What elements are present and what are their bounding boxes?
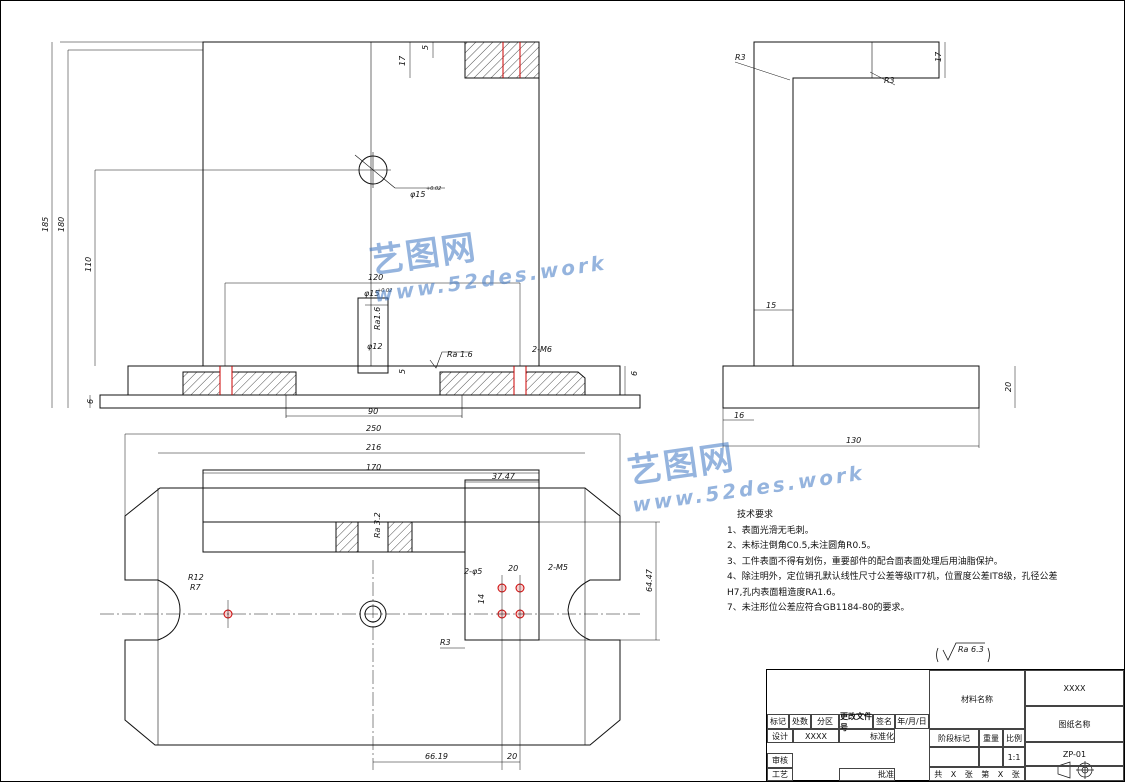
- tb-process: 工艺: [767, 768, 793, 781]
- title-block: 标记 处数 分区 更改文件号 签名 年/月/日 设计 XXXX 标准化 审核 工…: [766, 669, 1124, 781]
- dim-ra16-vert: Ra1.6: [373, 307, 382, 330]
- tb-scale-lbl: 比例: [1003, 729, 1025, 747]
- tb-stage: 阶段标记: [929, 729, 979, 747]
- tb-design-val: XXXX: [793, 729, 839, 743]
- dim-r3-top: R3: [440, 638, 451, 647]
- projection-symbol: [1057, 761, 1094, 779]
- notes-title: 技术要求: [737, 510, 774, 520]
- dim-ra32: Ra 3.2: [373, 512, 382, 538]
- tb-design: 设计: [767, 729, 793, 743]
- note-item: 3、工件表面不得有划伤，重要部件的配合面表面处理后用油脂保护。: [727, 556, 1003, 567]
- dim-15-side: 15: [766, 301, 776, 310]
- roughness-symbol: [936, 642, 990, 663]
- dim-ra16: Ra 1.6: [447, 350, 473, 359]
- tb-review: 审核: [767, 753, 793, 768]
- dim-d12: φ12: [367, 342, 382, 351]
- dim-110: 110: [84, 257, 93, 272]
- technical-requirements: 技术要求 1、表面光滑无毛刺。 2、未标注倒角C0.5,未注圆角R0.5。 3、…: [727, 508, 1057, 617]
- dim-r3-b: R3: [884, 76, 895, 85]
- tb-material: 材料名称: [929, 670, 1025, 729]
- dim-6-left: 6: [86, 399, 95, 404]
- dim-130-side: 130: [846, 436, 861, 445]
- dim-pin-tol: +0.02: [377, 288, 392, 294]
- tb-std: 标准化: [839, 729, 895, 743]
- tb-zhang: 张: [964, 769, 973, 779]
- side-dim-labels: R3 R3 17 15 20 16 130: [734, 51, 1013, 445]
- dim-6-right: 6: [630, 371, 639, 376]
- tb-weight: 重量: [979, 729, 1003, 747]
- dim-185: 185: [41, 217, 50, 232]
- tb-approve: 批准: [839, 768, 895, 781]
- tb-total-x: X: [950, 769, 957, 779]
- dim-20-side: 20: [1004, 382, 1013, 392]
- dim-5-pin: 5: [398, 369, 407, 374]
- tb-total: 共: [934, 769, 943, 779]
- tb-scale-val: 1:1: [1003, 747, 1025, 767]
- side-view: [722, 41, 1016, 448]
- dim-17-side: 17: [934, 51, 943, 62]
- dim-2m5: 2-M5: [548, 563, 568, 572]
- dim-pin: φ15: [364, 289, 379, 298]
- dim-17-top: 17: [398, 55, 407, 66]
- note-item: 7、未注形位公差应符合GB1184-80的要求。: [727, 603, 910, 613]
- dim-180: 180: [57, 217, 66, 232]
- dim-37-47: 37.47: [492, 472, 516, 481]
- tb-no: 第: [981, 769, 990, 779]
- note-item: 2、未标注倒角C0.5,未注圆角R0.5。: [727, 541, 876, 551]
- note-item: H7,孔内表面粗造度RA1.6。: [727, 587, 841, 598]
- dim-16-side: 16: [734, 411, 744, 420]
- front-dim-labels: 5 17 185 180 110 φ15 +0.02 120 φ15 +0.02…: [41, 45, 639, 416]
- dim-170: 170: [366, 463, 381, 472]
- note-item: 4、除注明外，定位销孔默认线性尺寸公差等级IT7机，位置度公差IT8级，孔径公差: [727, 572, 1058, 582]
- tb-company: XXXX: [1025, 670, 1124, 706]
- top-view: [100, 433, 660, 770]
- tb-sign: 签名: [873, 714, 895, 729]
- tb-sheet-count: 共 X 张 第 X 张: [929, 767, 1025, 781]
- dim-hole-dia: φ15: [410, 190, 425, 199]
- dim-r12: R12: [188, 573, 204, 582]
- dim-90: 90: [368, 407, 378, 416]
- roughness-label: Ra 6.3: [958, 645, 984, 654]
- note-item: 1、表面光滑无毛刺。: [727, 525, 814, 536]
- tb-zone: 分区: [811, 714, 839, 729]
- dim-20-top: 20: [508, 564, 518, 573]
- dim-2-d5: 2-φ5: [464, 567, 482, 576]
- dim-216: 216: [366, 443, 381, 452]
- dim-hole-tol: +0.02: [426, 186, 441, 192]
- dim-20-bottom: 20: [507, 752, 517, 761]
- front-view: [51, 41, 641, 418]
- tb-date: 年/月/日: [895, 714, 929, 729]
- dim-64-47: 64.47: [645, 568, 654, 592]
- tb-no-x: X: [997, 769, 1004, 779]
- dim-14-top: 14: [477, 594, 486, 604]
- tb-docno: 更改文件号: [839, 711, 873, 732]
- tb-zhang2: 张: [1011, 769, 1020, 779]
- tb-count: 处数: [789, 714, 811, 729]
- dim-250: 250: [366, 424, 381, 433]
- tb-drawing-name: 图纸名称: [1025, 706, 1124, 742]
- dim-120: 120: [368, 273, 383, 282]
- dim-2m6: 2-M6: [532, 345, 552, 354]
- tb-mark: 标记: [767, 714, 789, 729]
- dim-66-19: 66.19: [425, 752, 448, 761]
- dim-r3-a: R3: [735, 53, 746, 62]
- tb-drawing-no: ZP-01: [1025, 742, 1124, 766]
- dim-5-top: 5: [421, 45, 430, 50]
- top-dim-labels: 250 216 170 37.47 Ra 3.2 2-φ5 20 2-M5 14…: [188, 424, 654, 761]
- dim-r7: R7: [190, 583, 202, 592]
